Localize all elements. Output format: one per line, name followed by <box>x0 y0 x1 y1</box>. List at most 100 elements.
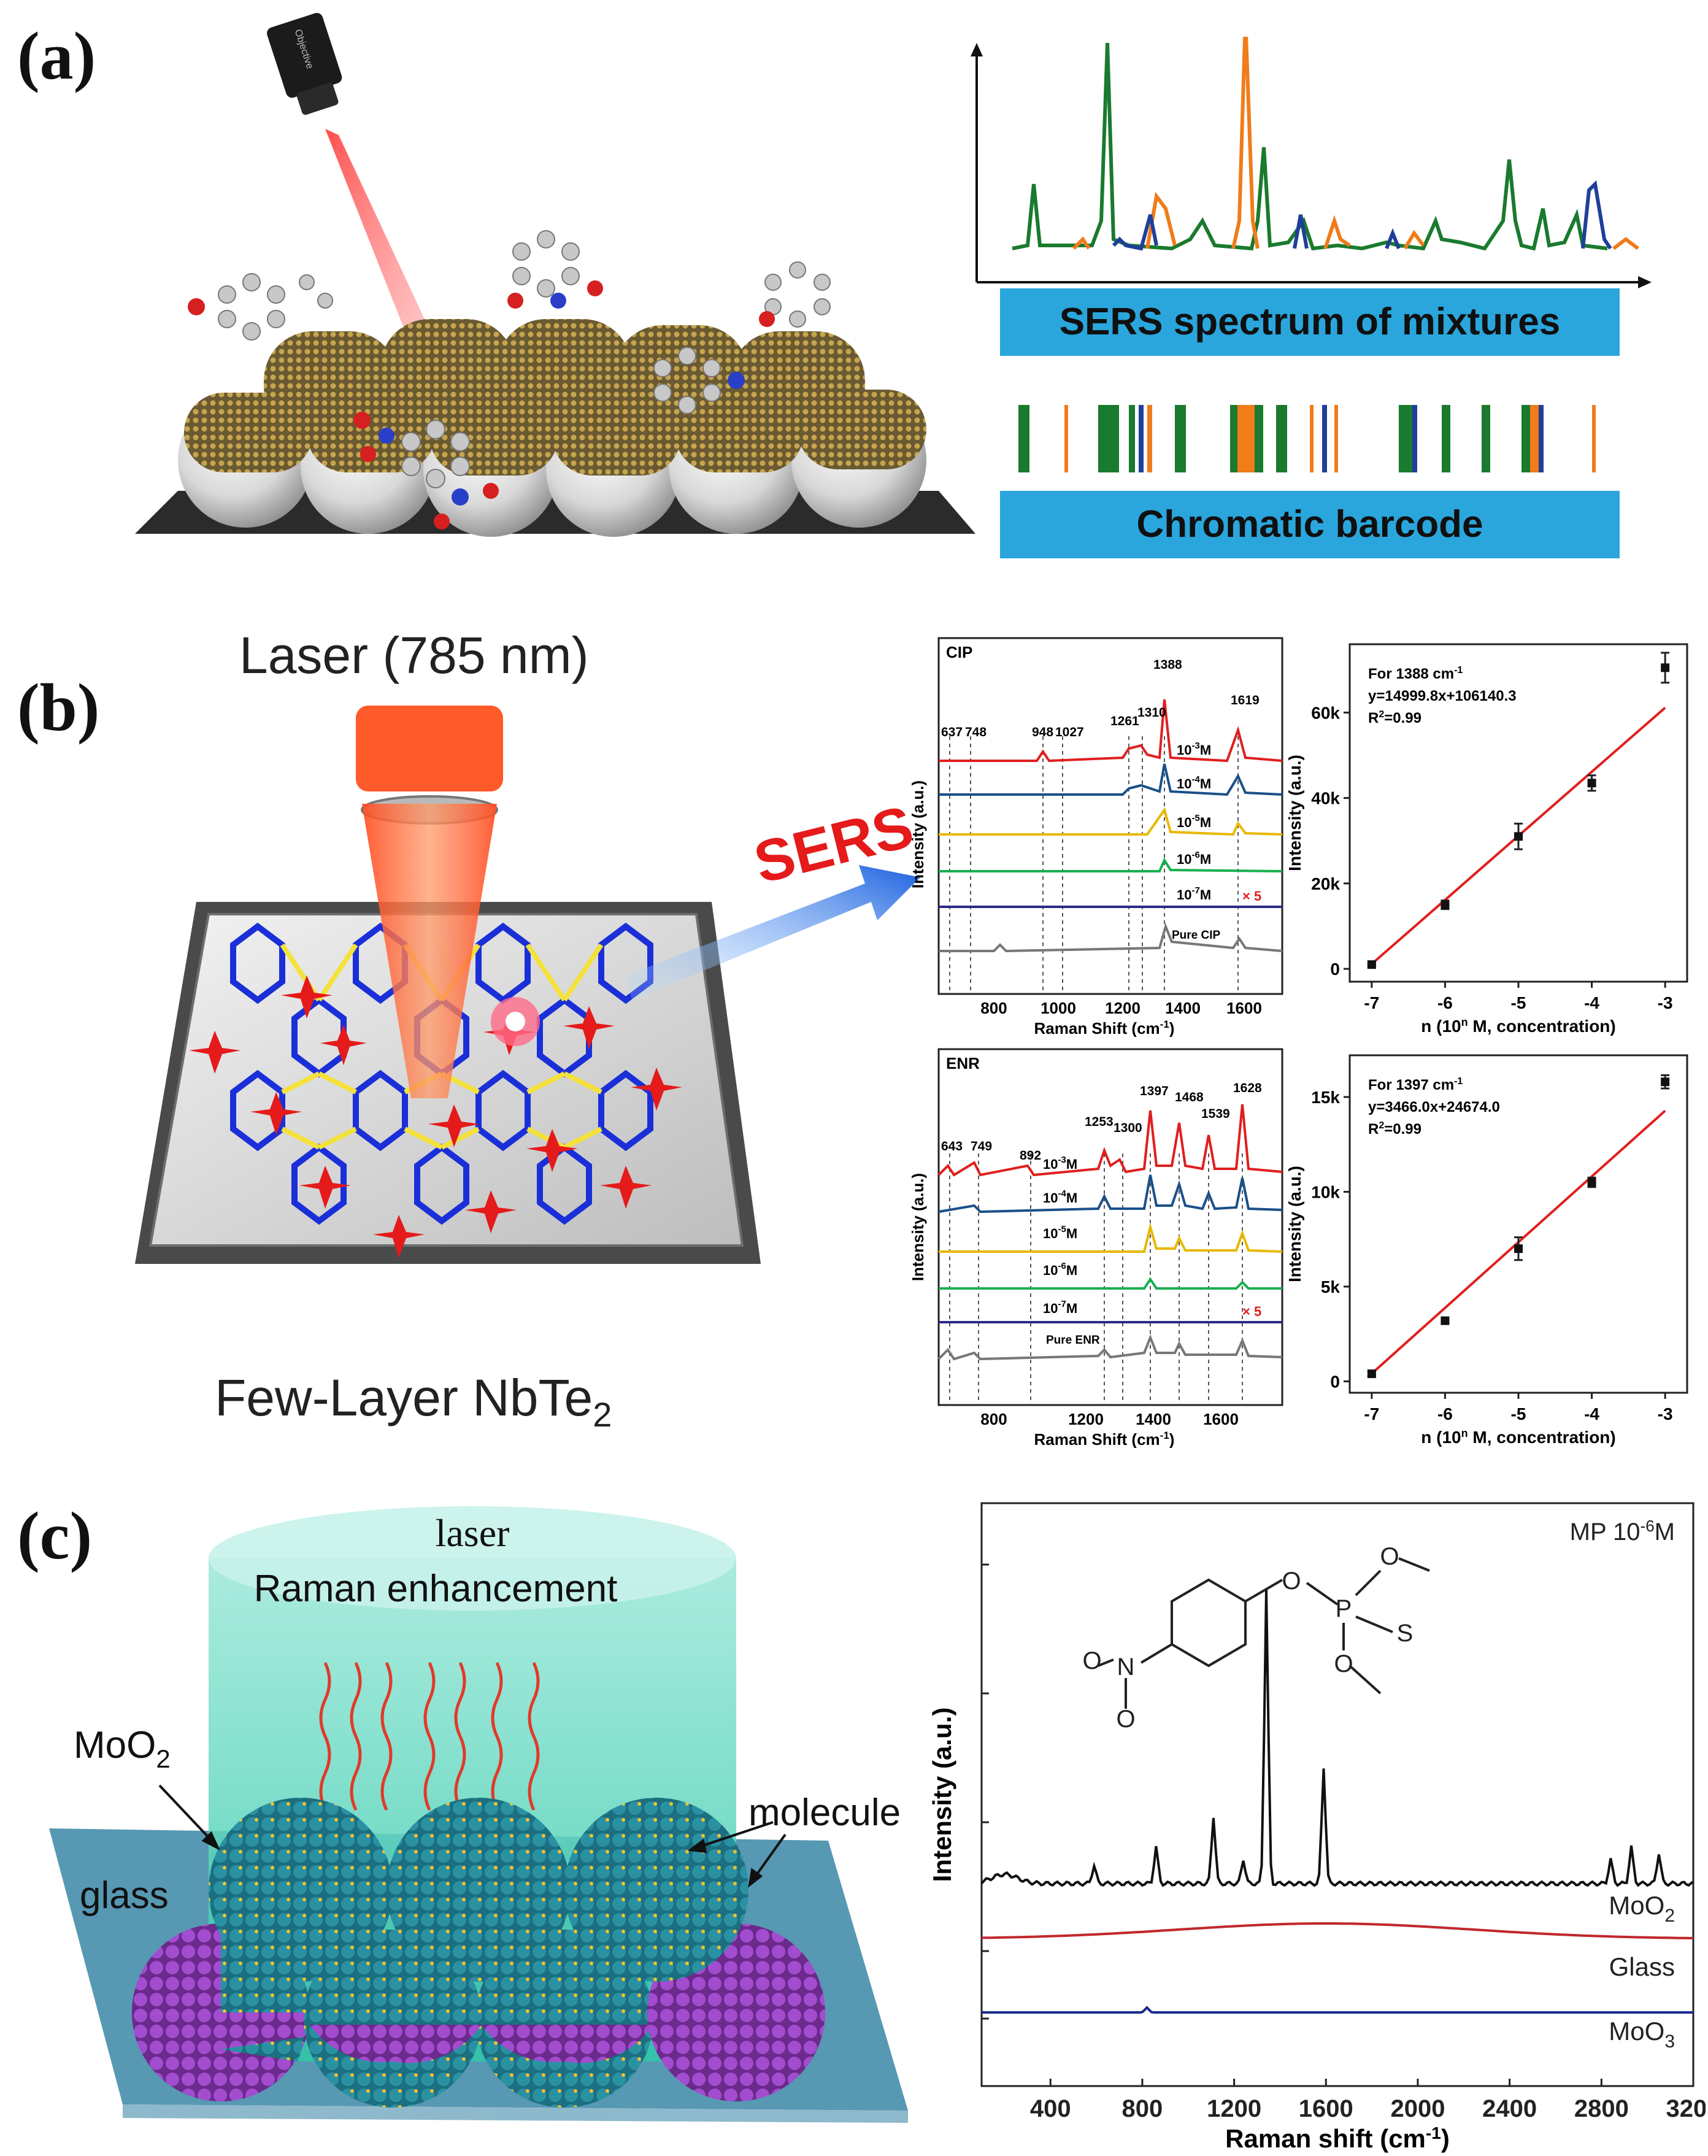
enr-conc-2-exp: -4 <box>1058 1188 1066 1199</box>
enr-times5: × 5 <box>1242 1304 1261 1319</box>
mp-bond <box>1348 1665 1382 1695</box>
mp-atom-O: O <box>1334 1650 1353 1677</box>
spectrum-trace-blue <box>1112 180 1612 251</box>
cip-conc-4: 10-6M <box>1177 850 1211 867</box>
cip-peak-637: 637 <box>941 725 963 739</box>
calib-1-annot-title: For 1397 cm-1 <box>1368 1076 1463 1093</box>
enr-peak-1468: 1468 <box>1175 1090 1204 1104</box>
calib-0-ytick-label: 20k <box>1311 874 1340 893</box>
lower-spheres <box>132 1923 825 2108</box>
enr-conc-4-base: 10 <box>1043 1263 1058 1278</box>
enr-xlabel-end: ) <box>1169 1430 1175 1448</box>
cip-conc-3-base: 10 <box>1177 815 1191 830</box>
substrate-label: Few-Layer NbTe2 <box>215 1368 612 1434</box>
cip-xtick-1000: 1000 <box>1041 999 1076 1017</box>
enr-conc-3-base: 10 <box>1043 1226 1058 1241</box>
cip-conc-5: 10-7M <box>1177 885 1211 903</box>
yaxis-arrow <box>971 43 983 56</box>
mp-spectrum-chart: 400800120016002000240028003200MoO2GlassM… <box>928 1502 1706 2153</box>
enr-peak-892: 892 <box>1020 1149 1041 1163</box>
cip-conc-1: 10-3M <box>1177 741 1211 758</box>
banner-sers-spectrum: SERS spectrum of mixtures <box>1000 288 1620 356</box>
cip-xtick-1400: 1400 <box>1165 999 1201 1017</box>
mp-trace-glass <box>981 1922 1693 1939</box>
enr-trace-1e-3 <box>937 1104 1283 1177</box>
calib-1-frame <box>1348 1054 1688 1394</box>
calib-0-annot-title: For 1388 cm-1 <box>1368 665 1463 682</box>
panel-label-a: (a) <box>17 18 96 93</box>
enr-peak-1397: 1397 <box>1140 1084 1169 1098</box>
mp-ylabel: Intensity (a.u.) <box>928 1707 956 1882</box>
enr-conc-4-exp: -6 <box>1058 1261 1066 1271</box>
cip-conc-3-exp: -5 <box>1191 813 1199 823</box>
cip-conc-5-base: 10 <box>1177 887 1191 903</box>
calib-1-ytick-label: 0 <box>1330 1372 1340 1391</box>
cip-xtick-1200: 1200 <box>1105 999 1141 1017</box>
laser-beam <box>325 129 442 362</box>
enr-xtick-1200: 1200 <box>1068 1410 1104 1428</box>
calib-0-r2-sup: 2 <box>1379 709 1384 720</box>
panel-c-illustration: laser Raman enhancement MoO2 molecule gl… <box>49 1506 908 2123</box>
mp-bond <box>1355 1615 1393 1633</box>
cip-conc-2-base: 10 <box>1177 776 1191 791</box>
enr-peak-1300: 1300 <box>1114 1121 1142 1135</box>
cip-pure-label: Pure CIP <box>1172 929 1221 942</box>
cip-conc-4-exp: -6 <box>1191 850 1199 860</box>
raman-scatter-lines <box>319 1661 540 1811</box>
enr-xlabel: Raman Shift (cm-1) <box>1034 1430 1175 1448</box>
mp-title-sup: -6 <box>1641 1517 1655 1535</box>
enr-peak-1539: 1539 <box>1201 1107 1230 1121</box>
mp-series-label: Glass <box>1609 1952 1675 1981</box>
cip-conc-2: 10-4M <box>1177 774 1211 791</box>
glass-slab-edge <box>123 2104 908 2123</box>
mp-bond <box>1098 1658 1114 1667</box>
enr-trace-1e-5 <box>939 1222 1283 1253</box>
enr-peak-1628: 1628 <box>1233 1081 1262 1095</box>
enr-conc-1-unit: M <box>1066 1157 1077 1172</box>
mp-xtick-label: 1600 <box>1299 2095 1353 2122</box>
mp-xlabel: Raman shift (cm-1) <box>1225 2123 1450 2153</box>
annotation-arrows <box>158 1784 787 1888</box>
spectrum-trace-green <box>1012 42 1608 251</box>
cip-xlabel-main: Raman Shift (cm <box>1034 1019 1160 1037</box>
banner-chromatic-barcode: Chromatic barcode <box>1000 491 1620 558</box>
calib-1-ytick-label: 5k <box>1321 1277 1341 1296</box>
panel-b-illustration: SERS <box>135 706 920 1264</box>
mp-bond <box>1355 1569 1382 1596</box>
cip-xtick-800: 800 <box>980 999 1007 1017</box>
calib-1-xtick-label: -5 <box>1511 1404 1526 1423</box>
calib-0-ylabel: Intensity (a.u.) <box>1285 755 1304 871</box>
cip-xlabel-sup: -1 <box>1160 1018 1169 1030</box>
laser-label: laser <box>436 1511 510 1555</box>
mp-trace-moo2 <box>980 1589 1695 1887</box>
chromatic-barcode <box>1018 405 1596 472</box>
mp-xtick-label: 3200 <box>1666 2095 1706 2122</box>
calib-0-annot-sup: -1 <box>1454 665 1463 676</box>
cip-peak-1388: 1388 <box>1153 658 1182 672</box>
mp-frame <box>980 1502 1695 2087</box>
mp-atom-N: N <box>1117 1654 1135 1681</box>
cip-peak-1027: 1027 <box>1055 725 1084 739</box>
cip-conc-5-unit: M <box>1200 887 1211 903</box>
cip-conc-2-exp: -4 <box>1191 774 1200 785</box>
enr-conc-4-unit: M <box>1066 1263 1077 1278</box>
mp-xtick-label: 1200 <box>1207 2095 1261 2122</box>
calib-1-xlabel-sup: n <box>1461 1427 1468 1439</box>
panel-a-spectrum <box>971 37 1652 288</box>
spectrum-trace-orange <box>1072 37 1639 250</box>
enr-conc-2-unit: M <box>1066 1190 1077 1206</box>
mp-trace-moo3 <box>982 2006 1693 2014</box>
panel-label-b: (b) <box>17 670 100 745</box>
nanorod-row-front <box>184 390 926 475</box>
calib-1-data-point <box>1367 1369 1376 1379</box>
calib-0-ytick-label: 40k <box>1311 789 1340 808</box>
cip-peak-1619: 1619 <box>1231 693 1260 707</box>
enr-trace-1e-6 <box>939 1277 1282 1290</box>
calib-0-xlabel-sup: n <box>1461 1016 1468 1028</box>
calib-1-ytick-label: 15k <box>1311 1088 1340 1107</box>
mp-title: MP 10-6M <box>1570 1517 1675 1546</box>
calib-0-xlabel-end: M, concentration) <box>1468 1017 1616 1036</box>
cip-xtick-1600: 1600 <box>1226 999 1262 1017</box>
cip-conc-5-exp: -7 <box>1191 885 1199 896</box>
enr-conc-1-exp: -3 <box>1058 1155 1066 1165</box>
